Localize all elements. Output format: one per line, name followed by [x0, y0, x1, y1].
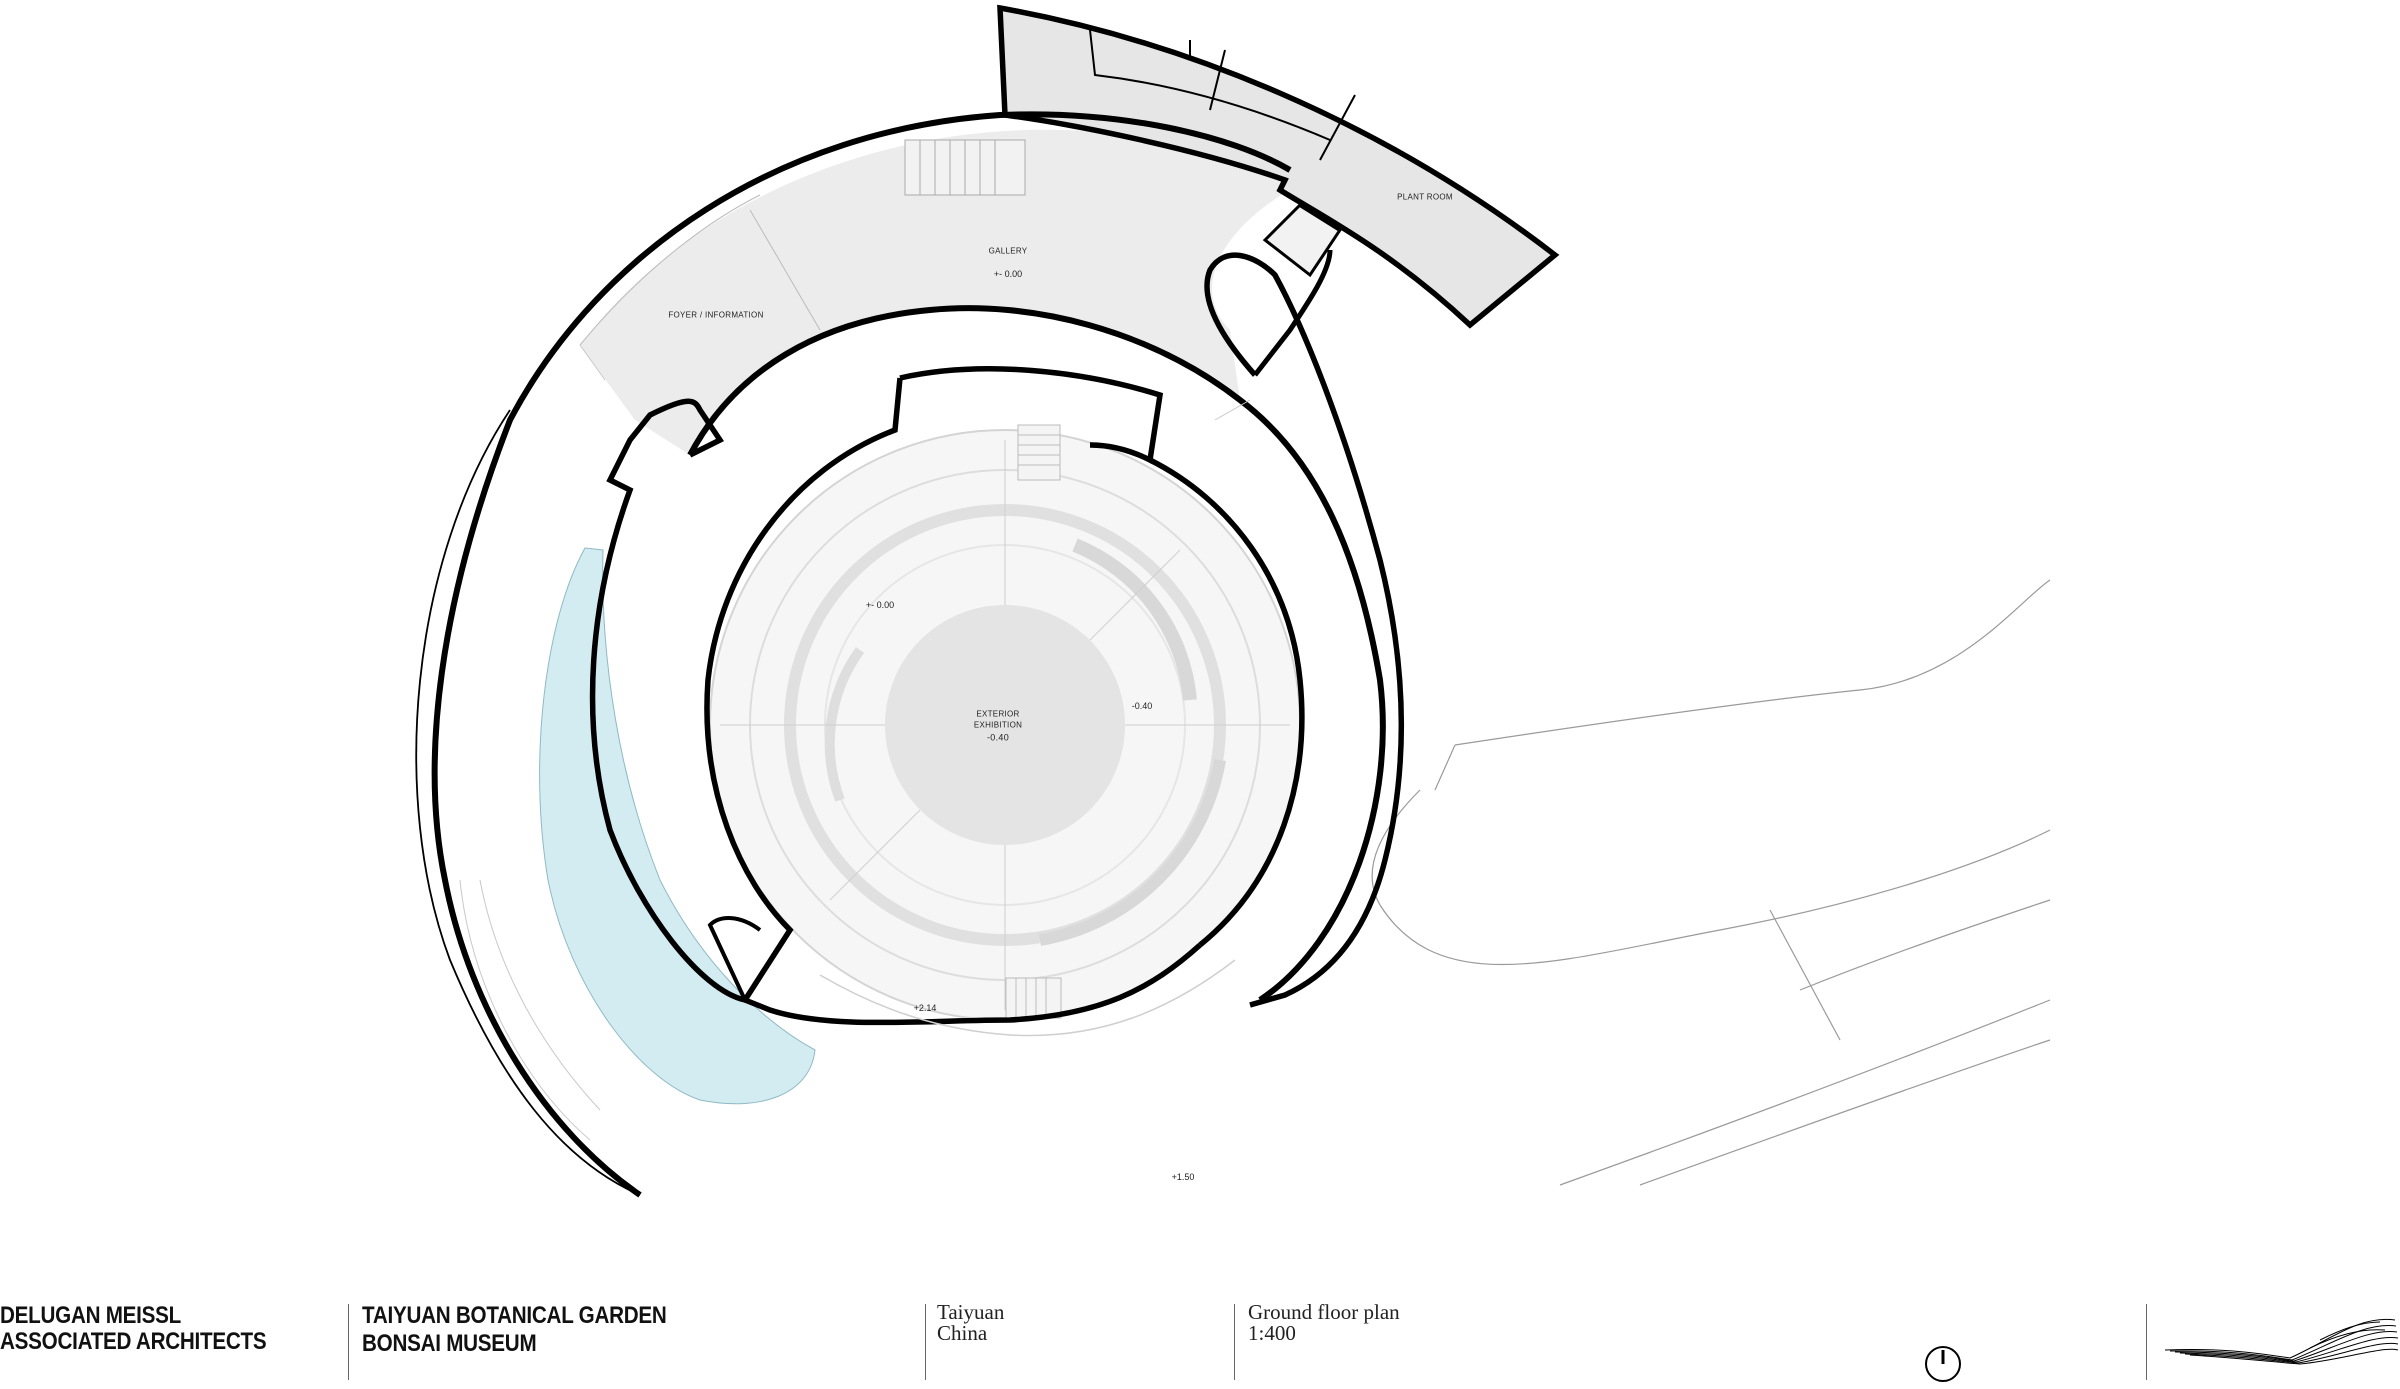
- ground-floor-plan: [415, 4, 2051, 1198]
- project-name-line1: TAIYUAN BOTANICAL GARDEN: [362, 1302, 667, 1329]
- drawing-title: Ground floor plan: [1248, 1300, 1400, 1324]
- core-wall: [589, 377, 903, 1004]
- separator-3: [1234, 1304, 1235, 1380]
- gallery-band: [580, 129, 1300, 455]
- ramp-wall: [1204, 252, 1405, 1008]
- gallery-inner-wall: [687, 305, 1386, 1003]
- exterior-exhibition-line1: EXTERIOR: [976, 709, 1020, 719]
- drawing-scale: 1:400: [1248, 1321, 1296, 1345]
- gallery-label: GALLERY: [988, 246, 1028, 256]
- level-inner-left: +- 0.00: [865, 600, 895, 610]
- north-arrow-icon: [1925, 1346, 1961, 1382]
- level-site: +1.50: [1171, 1172, 1195, 1182]
- project-name-line2: BONSAI MUSEUM: [362, 1330, 537, 1357]
- water-pool: [539, 547, 816, 1105]
- country-text: China: [937, 1321, 988, 1345]
- firm-name-line2: ASSOCIATED ARCHITECTS: [0, 1328, 267, 1355]
- site-lines: [1371, 579, 2051, 1186]
- plant-room-label: PLANT ROOM: [1397, 192, 1453, 202]
- level-inner-right: -0.40: [1131, 701, 1153, 711]
- logo-wave-icon: [2164, 1318, 2399, 1365]
- exterior-exhibition-level: -0.40: [986, 732, 1009, 743]
- site-arc: [415, 409, 641, 1196]
- level-lower: +2.14: [913, 1003, 937, 1013]
- separator-2: [925, 1304, 926, 1380]
- outer-spiral-wall: [431, 111, 1292, 1198]
- inner-stairs: [1005, 424, 1062, 1019]
- foyer-label: FOYER / INFORMATION: [668, 310, 764, 320]
- title-block: DELUGAN MEISSL ASSOCIATED ARCHITECTS TAI…: [0, 1290, 2400, 1389]
- exterior-exhibition-center: [885, 605, 1125, 845]
- gallery-level-label: +- 0.00: [993, 269, 1023, 279]
- separator-1: [348, 1304, 349, 1380]
- exterior-exhibition-label: EXTERIOR EXHIBITION -0.40: [974, 709, 1022, 744]
- firm-name-line1: DELUGAN MEISSL: [0, 1302, 182, 1329]
- city-text: Taiyuan: [937, 1300, 1005, 1324]
- separator-4: [2146, 1304, 2147, 1380]
- exterior-exhibition-line2: EXHIBITION: [973, 720, 1023, 730]
